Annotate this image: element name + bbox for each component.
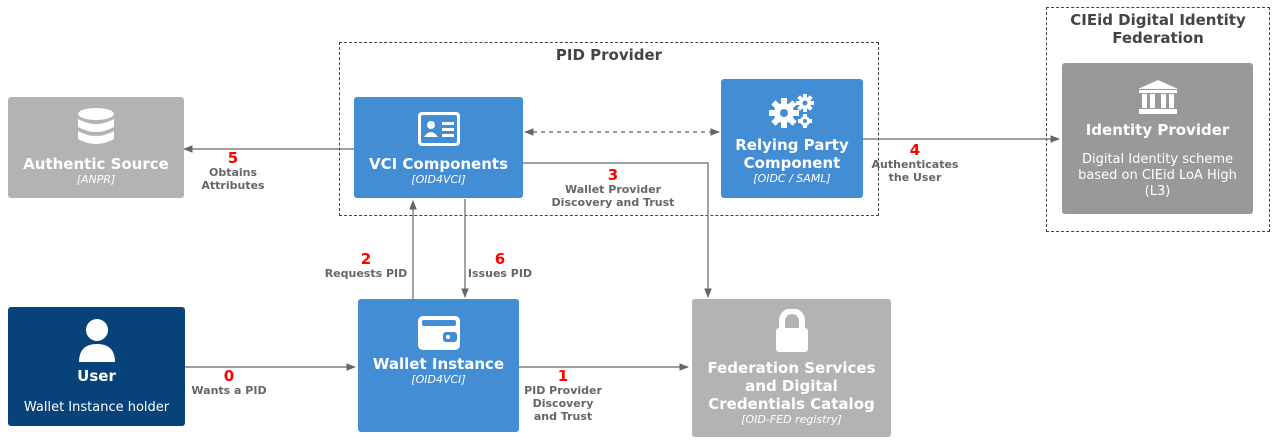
- bank-icon: [1137, 79, 1179, 115]
- edge-2-text-line1: Requests PID: [324, 267, 408, 280]
- federation-services-tech: [OID-FED registry]: [741, 413, 842, 426]
- wallet-instance-tech: [OID4VCI]: [411, 373, 466, 386]
- edge-4-text-line2: the User: [888, 171, 942, 184]
- federation-services-title: Federation Services and Digital Credenti…: [707, 359, 875, 413]
- relying-party-node[interactable]: Relying Party Component [OIDC / SAML]: [721, 79, 863, 198]
- vci-components-node[interactable]: VCI Components [OID4VCI]: [354, 97, 523, 198]
- edge-0-text-line1: Wants a PID: [191, 384, 267, 397]
- edge-4-number: 4: [909, 141, 921, 159]
- federation-title: CIEid Digital Identity Federation: [1047, 11, 1269, 47]
- edge-3-text-line2: Discovery and Trust: [551, 196, 675, 209]
- edge-1-label: 1 PID Provider Discovery and Trust: [515, 368, 611, 423]
- edge-5-text-line2: Attributes: [201, 179, 265, 192]
- vci-components-title: VCI Components: [368, 155, 509, 173]
- federation-services-node[interactable]: Federation Services and Digital Credenti…: [692, 299, 891, 437]
- edge-1-number: 1: [557, 367, 569, 385]
- edge-3-line: [523, 162, 712, 298]
- authentic-source-tech: [ANPR]: [76, 173, 116, 186]
- edge-5-label: 5 Obtains Attributes: [195, 150, 271, 192]
- federation-services-title-line2: and Digital: [745, 377, 838, 395]
- edge-4-text-line1: Authenticates: [871, 158, 959, 171]
- federation-boundary: CIEid Digital Identity Federation: [1046, 7, 1270, 232]
- authentic-source-title: Authentic Source: [23, 155, 169, 173]
- identity-provider-desc-line2: based on CIEid LoA High: [1078, 168, 1237, 183]
- edge-5-number: 5: [227, 149, 239, 167]
- gears-icon: [768, 93, 816, 129]
- lock-icon: [773, 309, 811, 353]
- edge-3-text-line1: Wallet Provider: [565, 183, 661, 196]
- wallet-icon: [417, 313, 461, 351]
- identity-provider-title: Identity Provider: [1085, 121, 1230, 139]
- relying-party-title-line1: Relying Party: [735, 136, 849, 154]
- federation-title-line2: Federation: [1112, 29, 1204, 47]
- database-icon: [76, 107, 116, 151]
- pid-provider-boundary: PID Provider: [339, 42, 879, 216]
- edge-1-text-line3: and Trust: [533, 410, 593, 423]
- edge-4-label: 4 Authenticates the User: [862, 142, 968, 184]
- pid-provider-title: PID Provider: [555, 46, 663, 64]
- relying-party-tech: [OIDC / SAML]: [753, 172, 831, 185]
- edge-2-number: 2: [360, 250, 372, 268]
- edge-1-text-line2: Discovery: [532, 397, 594, 410]
- wallet-instance-title: Wallet Instance: [372, 355, 505, 373]
- edge-6-number: 6: [494, 250, 506, 268]
- relying-party-title-line2: Component: [743, 154, 841, 172]
- authentic-source-node[interactable]: Authentic Source [ANPR]: [8, 97, 184, 198]
- federation-title-line1: CIEid Digital Identity: [1070, 11, 1246, 29]
- user-title: User: [77, 367, 116, 385]
- edge-1-text-line1: PID Provider: [524, 384, 602, 397]
- edge-0-number: 0: [223, 367, 235, 385]
- federation-services-title-line1: Federation Services: [707, 359, 876, 377]
- identity-provider-desc: Digital Identity scheme based on CIEid L…: [1078, 152, 1237, 200]
- id-card-icon: [417, 111, 461, 147]
- edge-2-label: 2 Requests PID: [316, 251, 416, 280]
- user-desc: Wallet Instance holder: [23, 400, 170, 415]
- edge-5-text-line1: Obtains: [208, 166, 258, 179]
- edge-3-label: 3 Wallet Provider Discovery and Trust: [538, 167, 688, 209]
- wallet-instance-node[interactable]: Wallet Instance [OID4VCI]: [358, 299, 519, 432]
- edge-6-text-line1: Issues PID: [467, 267, 533, 280]
- relying-party-title: Relying Party Component: [735, 136, 848, 172]
- edge-6-label: 6 Issues PID: [462, 251, 538, 280]
- vci-components-tech: [OID4VCI]: [411, 173, 466, 186]
- edge-3-number: 3: [607, 166, 619, 184]
- identity-provider-desc-line1: Digital Identity scheme: [1081, 152, 1234, 167]
- federation-services-title-line3: Credentials Catalog: [708, 395, 875, 413]
- identity-provider-desc-line3: (L3): [1144, 184, 1171, 199]
- identity-provider-node[interactable]: Identity Provider Digital Identity schem…: [1062, 63, 1253, 214]
- edge-0-label: 0 Wants a PID: [184, 368, 274, 397]
- person-icon: [77, 318, 117, 364]
- user-node[interactable]: User Wallet Instance holder: [8, 307, 185, 426]
